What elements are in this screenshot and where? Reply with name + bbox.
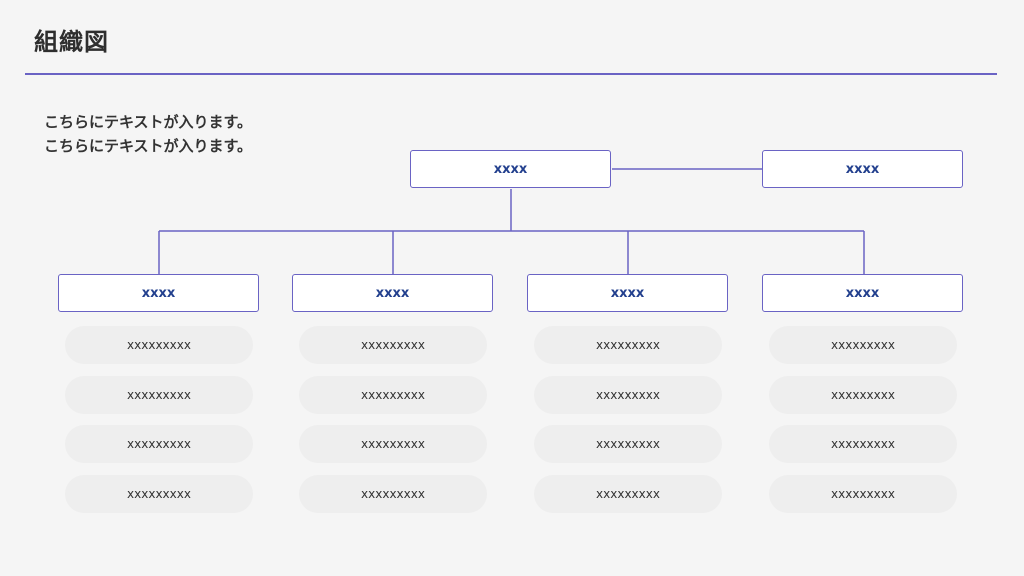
description: こちらにテキストが入ります。 こちらにテキストが入ります。 xyxy=(44,110,252,158)
page-title: 組織図 xyxy=(34,28,109,56)
org-box-side: xxxx xyxy=(762,150,963,188)
org-box-dept-4: xxxx xyxy=(762,274,963,312)
org-box-dept-3: xxxx xyxy=(527,274,728,312)
member-item: xxxxxxxxx xyxy=(534,326,722,364)
member-item: xxxxxxxxx xyxy=(65,376,253,414)
member-item: xxxxxxxxx xyxy=(65,326,253,364)
member-item: xxxxxxxxx xyxy=(769,475,957,513)
org-box-dept-2: xxxx xyxy=(292,274,493,312)
org-box-dept-1: xxxx xyxy=(58,274,259,312)
member-item: xxxxxxxxx xyxy=(769,326,957,364)
member-item: xxxxxxxxx xyxy=(65,425,253,463)
description-line-2: こちらにテキストが入ります。 xyxy=(44,137,253,155)
title-divider xyxy=(25,73,997,75)
member-item: xxxxxxxxx xyxy=(769,376,957,414)
org-box-top: xxxx xyxy=(410,150,611,188)
member-item: xxxxxxxxx xyxy=(299,326,487,364)
member-item: xxxxxxxxx xyxy=(299,425,487,463)
member-item: xxxxxxxxx xyxy=(299,475,487,513)
member-item: xxxxxxxxx xyxy=(769,425,957,463)
member-item: xxxxxxxxx xyxy=(534,475,722,513)
member-item: xxxxxxxxx xyxy=(534,376,722,414)
member-item: xxxxxxxxx xyxy=(65,475,253,513)
member-item: xxxxxxxxx xyxy=(299,376,487,414)
member-item: xxxxxxxxx xyxy=(534,425,722,463)
description-line-1: こちらにテキストが入ります。 xyxy=(44,113,253,131)
